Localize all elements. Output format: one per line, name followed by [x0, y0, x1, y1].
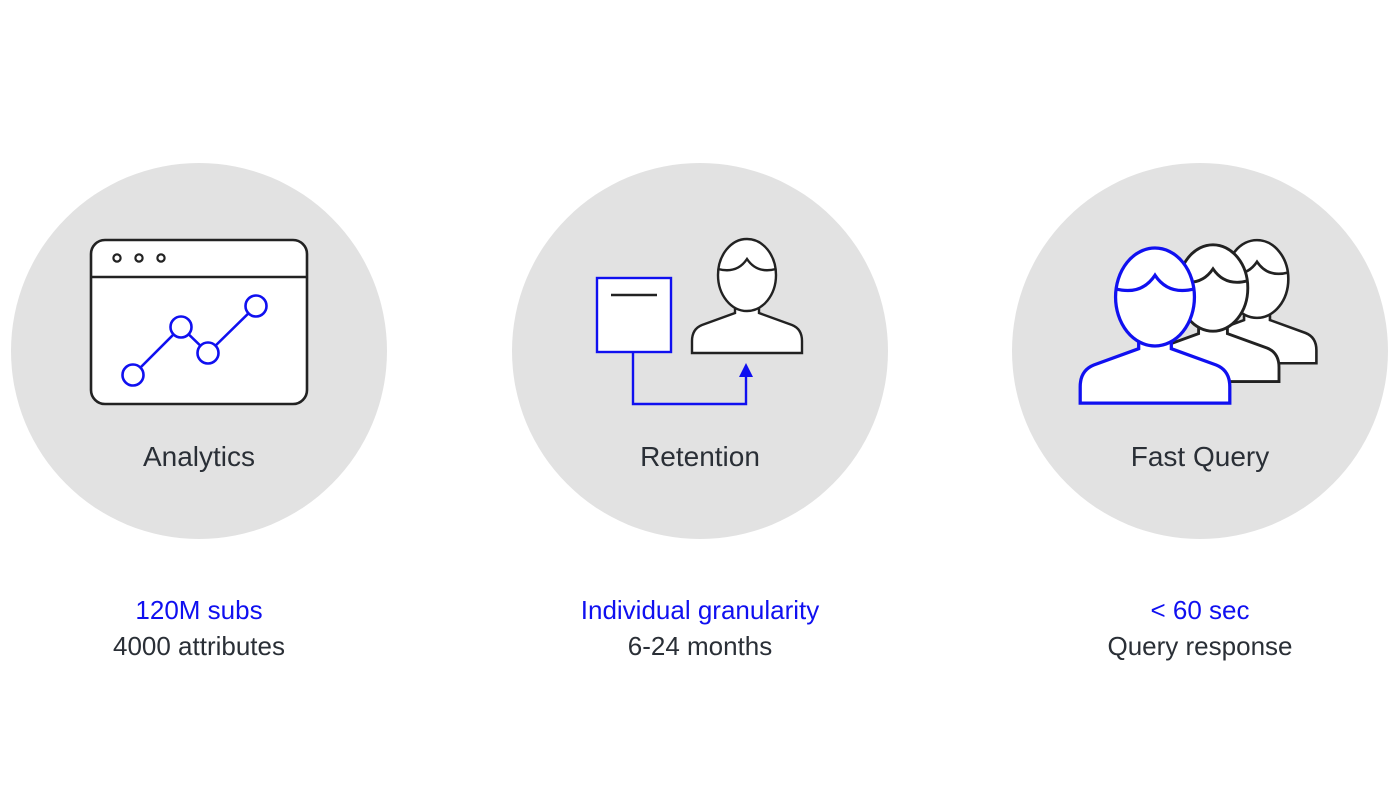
feature-label-fast-query: Fast Query — [1130, 441, 1270, 472]
stat-detail: Query response — [1107, 631, 1293, 661]
stat-detail: 4000 attributes — [112, 631, 285, 661]
feature-label-retention: Retention — [640, 441, 760, 472]
stat-highlight: Individual granularity — [580, 595, 820, 625]
stat-highlight: 120M subs — [135, 595, 263, 625]
stat-detail: 6-24 months — [627, 631, 773, 661]
stat-highlight: < 60 sec — [1150, 595, 1250, 625]
document-to-person-icon — [595, 237, 804, 406]
feature-label-analytics: Analytics — [142, 441, 256, 472]
browser-chart-icon — [89, 238, 309, 406]
stat-analytics: 120M subs 4000 attributes — [0, 592, 419, 664]
stat-retention: Individual granularity 6-24 months — [480, 592, 920, 664]
stat-fast-query: < 60 sec Query response — [980, 592, 1400, 664]
